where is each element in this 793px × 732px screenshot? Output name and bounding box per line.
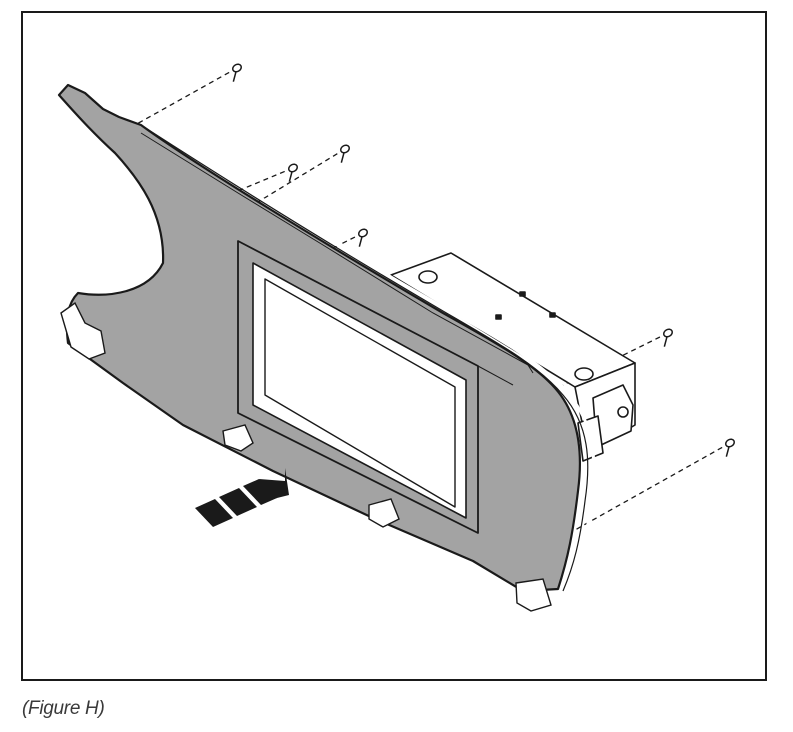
screw-icon bbox=[662, 328, 674, 347]
clip-middle bbox=[222, 424, 254, 452]
chassis-slot-1 bbox=[495, 314, 502, 320]
panel-top-edge bbox=[140, 124, 589, 592]
arrow-dash-2 bbox=[219, 488, 257, 516]
screw-icon bbox=[339, 144, 351, 163]
screen-opening-inner bbox=[264, 278, 456, 508]
arrow-dash-1 bbox=[195, 499, 233, 527]
screw-icon bbox=[357, 228, 369, 247]
bracket-screw-hole bbox=[617, 406, 629, 418]
chassis-slot-3 bbox=[549, 312, 556, 318]
chassis-hole-2 bbox=[574, 367, 594, 381]
mounting-screws bbox=[231, 63, 736, 457]
alignment-line-3 bbox=[247, 148, 346, 209]
clip-corner bbox=[515, 578, 552, 612]
clip-right-lower bbox=[368, 498, 400, 528]
dash-trim-panel bbox=[57, 83, 596, 612]
clip-left bbox=[60, 301, 106, 360]
arrow-head bbox=[259, 468, 289, 499]
panel-top-edge-highlight bbox=[148, 125, 596, 594]
panel-crease bbox=[140, 132, 534, 374]
figure-caption: (Figure H) bbox=[22, 698, 105, 719]
installation-diagram bbox=[57, 63, 736, 612]
arrow-dash-3 bbox=[243, 479, 277, 505]
panel-clips bbox=[60, 301, 552, 612]
panel-inner-ridge bbox=[477, 365, 514, 386]
radio-chassis bbox=[390, 252, 636, 462]
screw-icon bbox=[724, 438, 736, 457]
chassis-slot-2 bbox=[519, 291, 526, 297]
screw-icon bbox=[287, 163, 299, 182]
figure-frame bbox=[21, 11, 767, 681]
triple-dash-arrow-icon bbox=[195, 468, 289, 527]
chassis-hole-1 bbox=[418, 270, 438, 284]
alignment-line-1 bbox=[134, 67, 238, 126]
screw-icon bbox=[231, 63, 243, 82]
alignment-line-6 bbox=[574, 442, 731, 531]
bezel-lower-edge bbox=[237, 412, 479, 534]
